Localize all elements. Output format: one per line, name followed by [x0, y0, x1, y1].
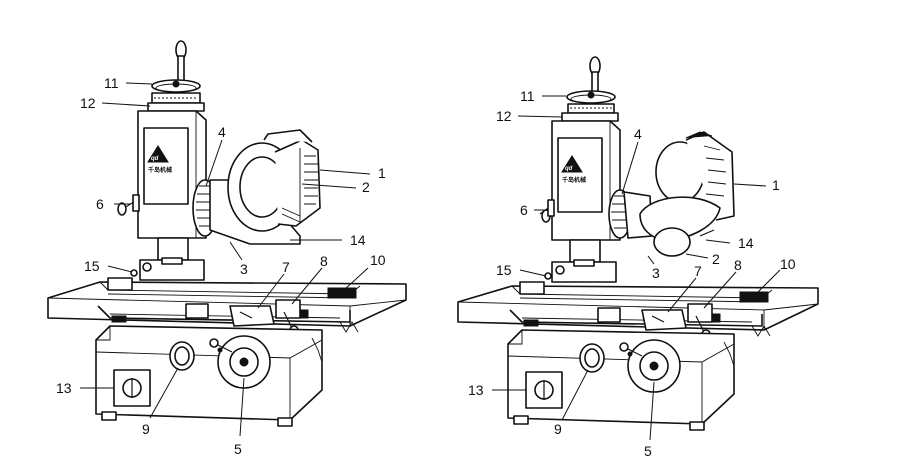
callout-11-right: 11 — [520, 88, 535, 104]
callout-14-left: 14 — [350, 232, 366, 248]
grinding-head-left — [192, 129, 321, 245]
callout-6-left: 6 — [96, 196, 104, 212]
callout-15-right: 15 — [496, 262, 512, 278]
worktable-left — [47, 277, 407, 335]
callout-1-left: 1 — [378, 165, 386, 181]
knob-9-left — [169, 341, 195, 371]
callouts-right: 11 12 4 1 6 14 2 3 15 7 8 10 13 — [468, 88, 796, 459]
logo-caption-text: 千岛机械 — [562, 176, 586, 184]
handwheel-5-left — [209, 335, 271, 389]
callouts-left: 11 12 4 1 2 6 14 3 15 7 8 10 13 — [56, 75, 386, 457]
rotary-switch-13-right — [525, 371, 563, 409]
brand-logo-right: qd 千岛机械 — [561, 155, 586, 184]
callout-3-right: 3 — [652, 265, 660, 281]
callout-13-left: 13 — [56, 380, 72, 396]
callout-8-left: 8 — [320, 253, 328, 269]
brand-logo-left: qd 千岛机械 — [147, 145, 172, 174]
callout-2-right: 2 — [712, 251, 720, 267]
callout-9-right: 9 — [554, 421, 562, 437]
grinder-machine-right: qd 千岛机械 — [457, 56, 819, 459]
column-base-right — [544, 259, 617, 283]
grinder-machine-left: qd 千岛机械 — [47, 40, 407, 457]
callout-7-left: 7 — [282, 259, 290, 275]
column-housing-right: qd 千岛机械 — [551, 120, 621, 263]
grinding-head-right — [608, 131, 735, 257]
worktable-right — [457, 281, 819, 339]
callout-6-right: 6 — [520, 202, 528, 218]
handwheel-11-right — [566, 90, 616, 104]
callout-14-right: 14 — [738, 235, 754, 251]
lever-6-left — [117, 194, 140, 216]
lever-6-right — [539, 199, 555, 223]
handwheel-5-right — [619, 339, 681, 393]
callout-11-left: 11 — [104, 75, 119, 91]
callout-5-left: 5 — [234, 441, 242, 457]
callout-12-left: 12 — [80, 95, 96, 111]
callout-1-right: 1 — [772, 177, 780, 193]
callout-12-right: 12 — [496, 108, 512, 124]
rotary-switch-13-left — [113, 369, 151, 407]
handwheel-11-left — [151, 79, 201, 93]
callout-10-right: 10 — [780, 256, 796, 272]
callout-7-right: 7 — [694, 263, 702, 279]
callout-10-left: 10 — [370, 252, 386, 268]
logo-mark-text: qd — [151, 156, 159, 162]
logo-caption-text: 千岛机械 — [148, 166, 172, 174]
callout-4-left: 4 — [218, 124, 226, 140]
top-lever-left — [175, 40, 187, 83]
callout-5-right: 5 — [644, 443, 652, 459]
scale-ring-12-left — [147, 92, 205, 112]
knob-9-right — [579, 343, 605, 373]
callout-4-right: 4 — [634, 126, 642, 142]
callout-3-left: 3 — [240, 261, 248, 277]
callout-8-right: 8 — [734, 257, 742, 273]
logo-mark-text: qd — [565, 166, 573, 172]
column-base-left — [130, 257, 205, 281]
callout-9-left: 9 — [142, 421, 150, 437]
top-lever-right — [589, 56, 601, 95]
base-cabinet-right — [507, 329, 735, 431]
callout-13-right: 13 — [468, 382, 484, 398]
base-cabinet-left — [95, 325, 323, 427]
callout-15-left: 15 — [84, 258, 100, 274]
callout-2-left: 2 — [362, 179, 370, 195]
scale-ring-12-right — [561, 103, 619, 122]
column-housing-left: qd 千岛机械 — [137, 110, 207, 261]
